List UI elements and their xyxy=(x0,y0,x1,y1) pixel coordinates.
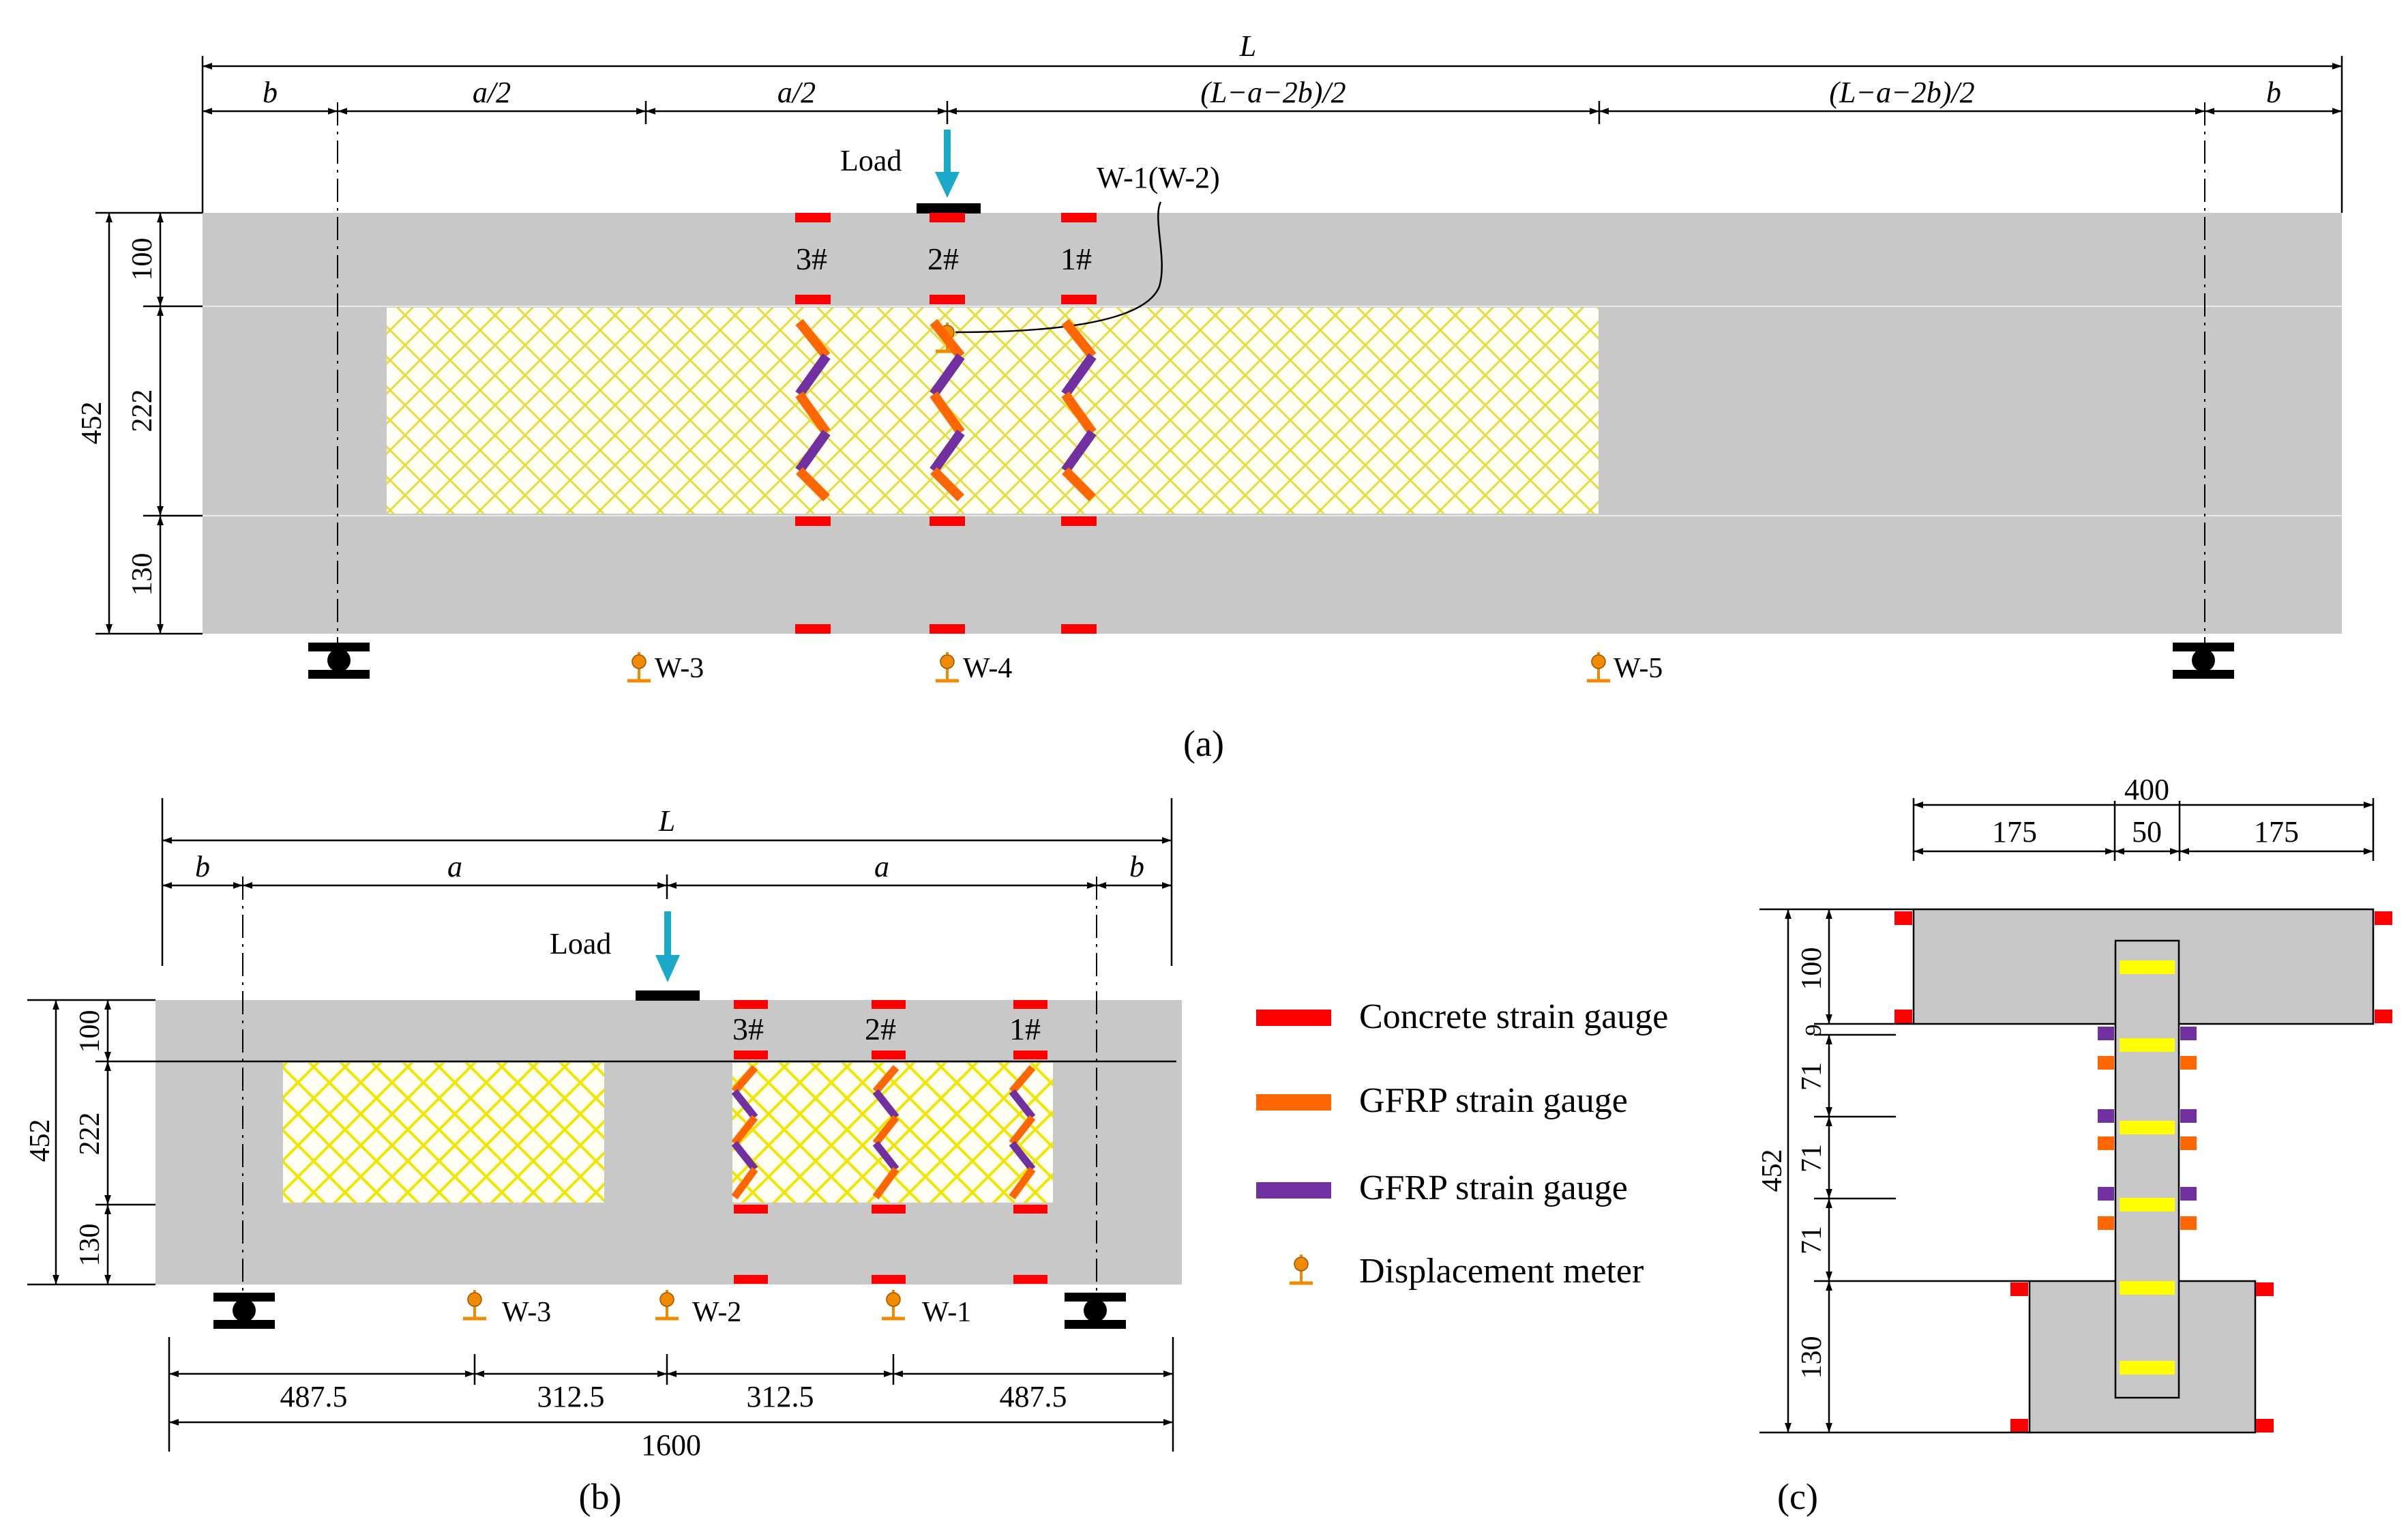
panel-a: L b a/2 a/2 (L−a−2b)/2 (L−a−2b)/2 b 452 … xyxy=(76,29,2343,764)
load-label-b: Load xyxy=(550,927,611,960)
meter-label-b-w2: W-2 xyxy=(692,1297,741,1328)
panel-c: 400 175 50 175 xyxy=(1757,773,2392,1517)
displacement-meter-w1-b-icon xyxy=(882,1290,905,1319)
dim-a-h-total: 452 xyxy=(76,402,108,445)
dim-b-L: L xyxy=(658,804,675,838)
gauge-label-a-2: 2# xyxy=(927,241,959,276)
support-a-left-icon xyxy=(308,643,370,679)
gfrp-gauges-a xyxy=(795,319,1097,501)
dim-c-width-total: 400 xyxy=(2124,773,2169,806)
dim-c-left-6: 130 xyxy=(1796,1336,1828,1379)
gfrp-gauges-b xyxy=(731,1065,1036,1200)
legend-item-gfrp-1: GFRP strain gauge xyxy=(1359,1081,1628,1120)
dim-a-half-2: a/2 xyxy=(777,76,816,109)
meter-label-a-w5: W-5 xyxy=(1614,653,1663,684)
displacement-meter-w2-b-icon xyxy=(655,1290,679,1319)
concrete-gauges-b xyxy=(734,1000,1047,1284)
section-c-concrete-gauges xyxy=(1894,911,2392,1432)
dim-b-b-left: b xyxy=(195,850,210,883)
dim-a-half-1: a/2 xyxy=(473,76,511,109)
meter-label-a-w3: W-3 xyxy=(655,653,704,684)
dim-a-L: L xyxy=(1239,29,1256,63)
dim-b-bottom-2: 312.5 xyxy=(537,1380,605,1413)
legend: Concrete strain gauge GFRP strain gauge … xyxy=(1256,997,1668,1291)
load-arrow-b-icon xyxy=(655,955,680,982)
dim-b-h-total: 452 xyxy=(25,1119,56,1162)
legend-purple-bar-icon xyxy=(1256,1182,1331,1199)
legend-orange-bar-icon xyxy=(1256,1094,1331,1111)
dim-b-bottom-4: 487.5 xyxy=(1000,1380,1067,1413)
support-a-right-icon xyxy=(2173,643,2234,679)
displacement-meter-w4-a-icon xyxy=(936,652,959,681)
dim-b-total: 1600 xyxy=(641,1428,701,1462)
panel-label-c: (c) xyxy=(1777,1476,1818,1517)
meter-label-b-w3: W-3 xyxy=(502,1297,551,1328)
dim-a-b-left: b xyxy=(263,76,278,109)
dim-c-h-total: 452 xyxy=(1757,1149,1788,1192)
dim-c-left-1: 100 xyxy=(1796,947,1828,990)
meter-label-a-w4: W-4 xyxy=(963,653,1012,684)
dim-c-left-5: 71 xyxy=(1796,1226,1828,1254)
meter-label-b-w1: W-1 xyxy=(922,1297,971,1328)
displacement-meter-w3-b-icon xyxy=(463,1290,486,1319)
legend-item-meter: Displacement meter xyxy=(1359,1252,1644,1291)
gauge-label-b-2: 2# xyxy=(865,1012,896,1046)
dim-c-top-1: 175 xyxy=(1992,815,2037,849)
dim-c-left-3: 71 xyxy=(1796,1062,1828,1091)
dim-b-b-right: b xyxy=(1129,850,1144,883)
meter-label-w1w2: W-1(W-2) xyxy=(1097,161,1220,194)
dim-b-a-right: a xyxy=(874,850,889,883)
concrete-gauges-a xyxy=(795,213,1097,634)
gauge-label-b-1: 1# xyxy=(1009,1012,1041,1046)
load-plate-b xyxy=(636,990,700,1001)
dim-a-rest-1: (L−a−2b)/2 xyxy=(1200,76,1346,109)
legend-item-concrete: Concrete strain gauge xyxy=(1359,997,1668,1036)
dim-a-h-web: 222 xyxy=(127,390,158,432)
dim-a-h-bot: 130 xyxy=(127,553,158,596)
dim-b-bottom-1: 487.5 xyxy=(280,1380,348,1413)
dim-c-left-4: 71 xyxy=(1796,1144,1828,1173)
legend-red-bar-icon xyxy=(1256,1010,1331,1026)
section-c-gfrp-gauges xyxy=(2098,1027,2197,1230)
gauge-label-a-3: 3# xyxy=(796,241,827,276)
load-label-a: Load xyxy=(840,144,902,177)
dim-b-h-top: 100 xyxy=(74,1010,106,1053)
displacement-meter-w5-a-icon xyxy=(1587,652,1610,681)
dim-c-left-2: 9 xyxy=(1801,1025,1826,1036)
load-plate-a xyxy=(917,203,981,214)
dim-b-h-bot: 130 xyxy=(74,1224,106,1267)
legend-displacement-meter-icon xyxy=(1290,1254,1313,1283)
section-c-web-gauges xyxy=(2120,960,2175,1375)
section-c-web-plate xyxy=(2114,939,2180,1399)
dim-a-h-top: 100 xyxy=(127,238,158,281)
dim-b-h-web: 222 xyxy=(74,1113,106,1156)
legend-item-gfrp-2: GFRP strain gauge xyxy=(1359,1169,1628,1207)
dim-c-top-3: 175 xyxy=(2254,815,2299,849)
dim-a-rest-2: (L−a−2b)/2 xyxy=(1829,76,1974,109)
panel-label-b: (b) xyxy=(579,1476,622,1517)
panel-b: L b a a b 452 100 222 130 Load xyxy=(25,798,1182,1517)
load-arrow-a-icon xyxy=(935,172,960,198)
gauge-label-a-1: 1# xyxy=(1060,241,1092,276)
support-b-left-icon xyxy=(213,1293,275,1329)
displacement-meter-w3-a-icon xyxy=(627,652,651,681)
support-b-right-icon xyxy=(1065,1293,1126,1329)
dim-b-bottom-3: 312.5 xyxy=(747,1380,814,1413)
dim-c-top-2: 50 xyxy=(2132,815,2162,849)
panel-label-a: (a) xyxy=(1183,723,1224,764)
gauge-label-b-3: 3# xyxy=(732,1012,764,1046)
dim-a-b-right: b xyxy=(2266,76,2281,109)
dim-b-a-left: a xyxy=(447,850,462,883)
